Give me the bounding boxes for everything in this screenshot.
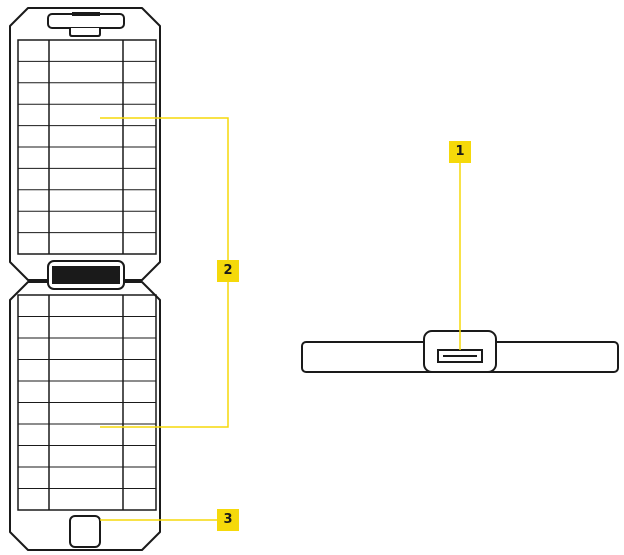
- callout-badge-1: 1: [449, 141, 471, 163]
- callout-badge-2: 2: [217, 260, 239, 282]
- upper-panel-body: [9, 7, 161, 281]
- callout-badge-3: 3: [217, 509, 239, 531]
- charger-side-view: [301, 330, 619, 373]
- lower-solar-grid: [17, 294, 157, 511]
- bottom-tab: [69, 515, 101, 548]
- hinge: [47, 260, 125, 290]
- lower-panel-body: [9, 281, 161, 551]
- top-handle: [47, 12, 125, 37]
- upper-solar-grid: [17, 39, 157, 255]
